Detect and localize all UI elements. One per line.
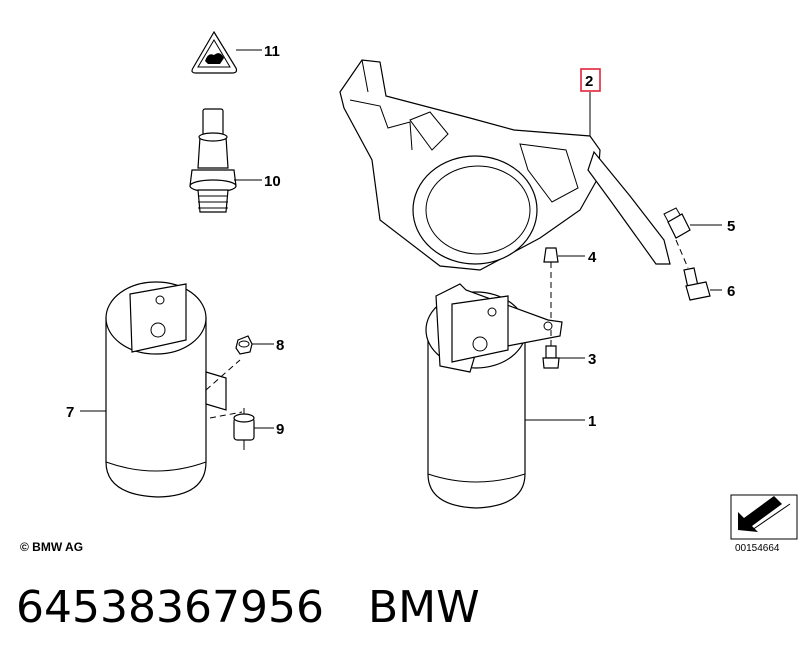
callout-5[interactable]: 5 — [727, 218, 735, 235]
callout-11[interactable]: 11 — [264, 43, 280, 60]
callout-1[interactable]: 1 — [588, 413, 596, 430]
pressure-switch-part — [189, 108, 237, 213]
callout-4[interactable]: 4 — [588, 249, 597, 266]
callout-8[interactable]: 8 — [276, 337, 284, 354]
footer-caption: 64538367956 BMW — [16, 582, 480, 633]
copyright-notice: © BMW AG — [20, 540, 84, 554]
callout-9[interactable]: 9 — [276, 421, 284, 438]
parts-diagram: 11 10 8 9 7 1 3 4 5 6 2 — [66, 30, 798, 540]
callout-2-highlight — [580, 68, 601, 92]
callout-3[interactable]: 3 — [588, 351, 596, 368]
view-orientation-icon — [730, 494, 798, 540]
screw-part — [542, 330, 560, 369]
diagram-reference-code: 00154664 — [735, 543, 780, 554]
part-number: 64538367956 — [16, 582, 324, 633]
bracket-part — [339, 59, 689, 271]
callout-6[interactable]: 6 — [727, 283, 735, 300]
receiver-drier-left-part — [105, 281, 243, 498]
brand-name: BMW — [367, 582, 480, 633]
nut-part — [235, 335, 253, 355]
rubber-mount-part — [233, 408, 255, 450]
receiver-drier-right-part — [425, 283, 563, 509]
callout-7[interactable]: 7 — [66, 404, 74, 421]
callout-2[interactable]: 2 — [585, 73, 593, 90]
warning-label-part — [191, 30, 238, 74]
bolt-part — [675, 239, 711, 301]
clip-nut-part — [667, 213, 691, 239]
stud-bolt-part — [543, 247, 559, 318]
callout-10[interactable]: 10 — [264, 173, 281, 190]
